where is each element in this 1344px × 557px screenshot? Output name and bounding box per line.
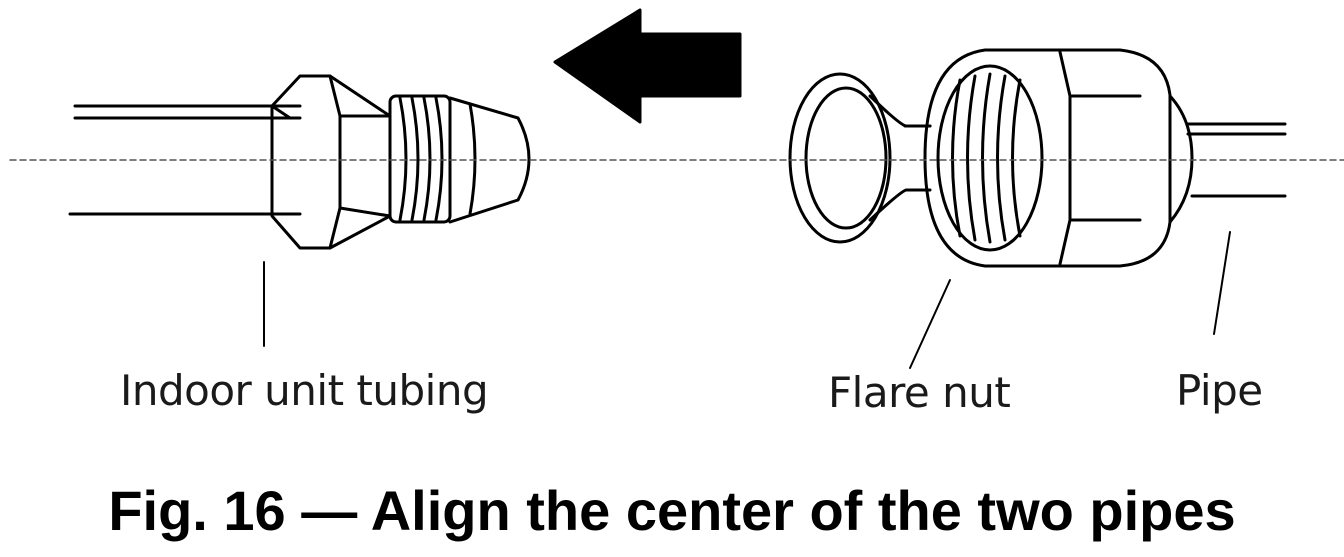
leader-line-flare-nut <box>909 279 951 369</box>
label-pipe: Pipe <box>1176 366 1263 415</box>
label-indoor-unit-tubing: Indoor unit tubing <box>120 366 489 415</box>
label-flare-nut: Flare nut <box>828 368 1011 417</box>
threaded-section <box>388 94 452 224</box>
leader-line-pipe <box>1213 231 1231 335</box>
hex-fitting <box>270 74 392 250</box>
indoor-unit-tubing <box>68 74 531 250</box>
flare-bell <box>788 72 892 244</box>
flare-cone <box>448 96 531 224</box>
flare-nut <box>923 48 1172 268</box>
flare-nut-assembly <box>788 48 1287 268</box>
direction-arrow-left <box>553 8 742 124</box>
figure-caption: Fig. 16 — Align the center of the two pi… <box>108 479 1236 542</box>
